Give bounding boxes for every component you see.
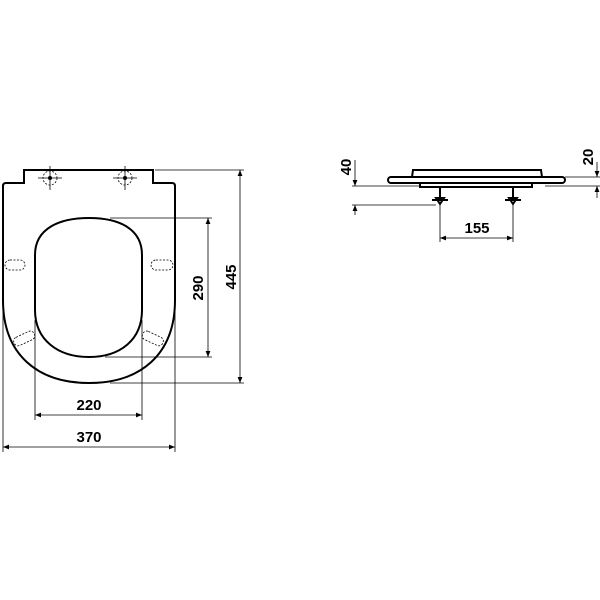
dimension-label-220: 220 (76, 397, 101, 414)
seat-outline (1, 169, 176, 385)
seat-body (387, 176, 566, 184)
side-view: 40 20 155 (338, 149, 600, 242)
dimension-label-290: 290 (190, 275, 207, 300)
hinge-hole-right (113, 166, 137, 190)
dimension-155: 155 (439, 205, 514, 242)
seat-lid-top (411, 169, 543, 178)
dimension-label-20: 20 (580, 149, 597, 166)
dimension-370: 370 (2, 300, 176, 452)
dimension-label-40: 40 (338, 159, 355, 176)
hinge-post-left (432, 187, 448, 206)
dimension-445: 445 (110, 169, 244, 384)
buffer-left (4, 259, 26, 271)
dimension-label-370: 370 (76, 429, 101, 446)
dimension-label-155: 155 (464, 220, 489, 237)
seat-underside (419, 183, 533, 188)
buffer-right (150, 259, 174, 271)
hinge-post-right (505, 187, 521, 206)
buffer-bottom-left (13, 330, 36, 347)
seat-opening (34, 216, 143, 359)
top-view: 290 445 220 370 (1, 166, 244, 452)
dimension-220: 220 (34, 320, 143, 420)
dimension-40: 40 (338, 159, 436, 215)
dimension-20: 20 (545, 149, 600, 198)
dimension-290: 290 (105, 217, 212, 358)
dimension-label-445: 445 (223, 264, 240, 289)
hinge-hole-left (38, 166, 62, 190)
buffer-bottom-right (141, 330, 164, 347)
